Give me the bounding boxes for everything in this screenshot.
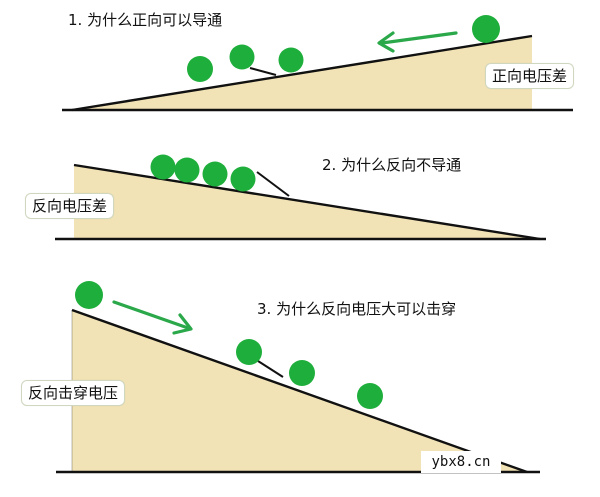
panel-3-ball-3 <box>289 360 315 386</box>
panel-1-arrow <box>377 31 458 53</box>
panel-3-voltage-label: 反向击穿电压 <box>21 380 126 406</box>
panel-3-arrow-head <box>172 313 193 335</box>
watermark-text: ybx8.cn <box>421 451 501 473</box>
panel-1-title: 1. 为什么正向可以导通 <box>68 11 223 29</box>
panel-2-slope-line <box>73 163 541 241</box>
panel-1-ball-link <box>249 67 277 76</box>
panel-2-voltage-label: 反向电压差 <box>25 193 115 219</box>
panel-1-slope-line <box>71 34 533 112</box>
panel-2-ball-1 <box>150 154 176 180</box>
panel-1-ball-2 <box>229 44 255 70</box>
panel-3-ball-link <box>257 360 284 378</box>
panel-3-ball-4 <box>357 383 383 409</box>
panel-1-ball-4 <box>472 15 500 43</box>
panel-2-ball-4 <box>230 166 256 192</box>
panel-3-ball-1 <box>75 281 103 309</box>
panel-3-ball-2 <box>236 339 262 365</box>
panel-2-ball-link <box>256 171 290 197</box>
panel-1-voltage-label: 正向电压差 <box>485 63 575 89</box>
panel-2-title: 2. 为什么反向不导通 <box>322 156 462 174</box>
panel-1 <box>62 15 573 112</box>
panel-2 <box>55 154 546 241</box>
panel-1-arrow-shaft <box>380 31 458 45</box>
panel-1-ball-1 <box>187 56 213 82</box>
panel-3-arrow-shaft <box>112 300 190 330</box>
panel-2-ball-3 <box>202 161 228 187</box>
panel-3-slope-line <box>71 308 528 474</box>
panel-1-arrow-head <box>377 31 395 53</box>
panel-3-title: 3. 为什么反向电压大可以击穿 <box>257 300 457 318</box>
panel-1-ball-3 <box>278 47 304 73</box>
panel-3-arrow <box>112 300 193 335</box>
panel-2-ball-2 <box>174 157 200 183</box>
